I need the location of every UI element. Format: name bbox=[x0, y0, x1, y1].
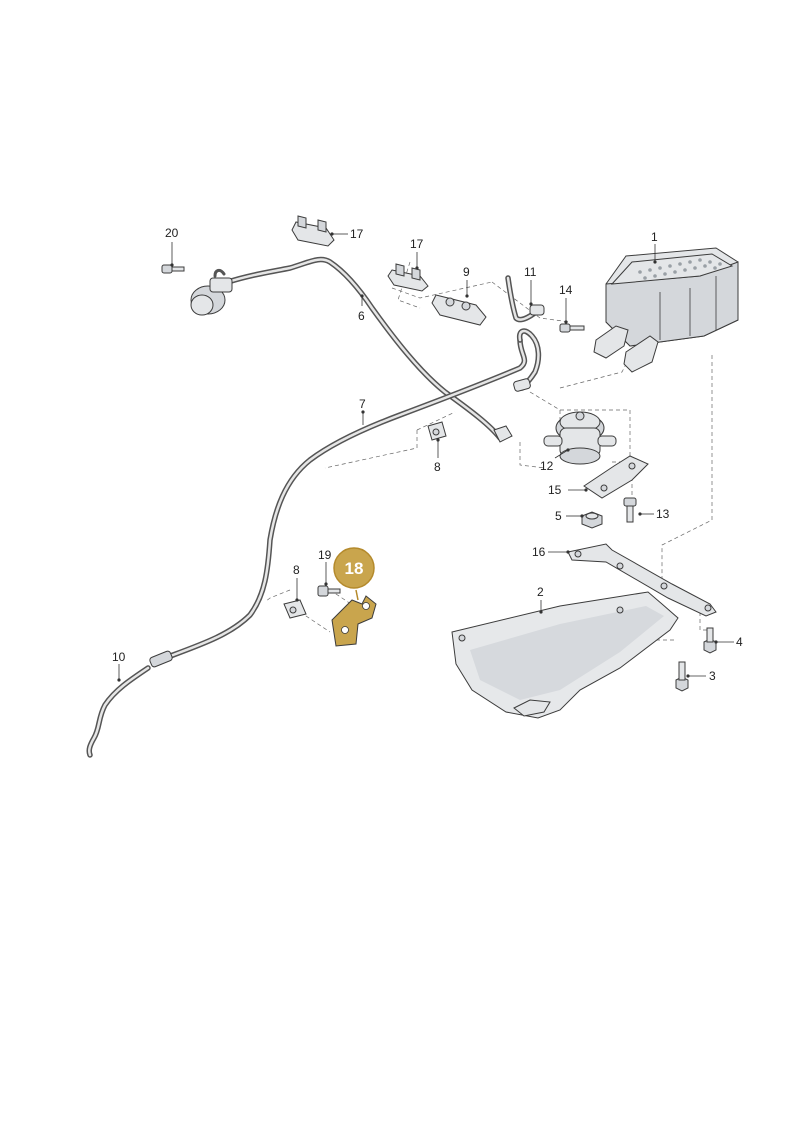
hose-11 bbox=[505, 275, 545, 323]
label-part-12: 12 bbox=[540, 459, 554, 473]
heat-shield-2 bbox=[451, 591, 679, 719]
label-part-8-upper: 8 bbox=[434, 460, 441, 474]
label-part-4: 4 bbox=[736, 635, 743, 649]
label-part-16: 16 bbox=[532, 545, 546, 559]
fuel-vapour-line-7 bbox=[149, 328, 542, 668]
highlight-badge-18: 18 bbox=[333, 547, 375, 601]
bolt-13 bbox=[623, 497, 637, 523]
bolt-20 bbox=[161, 264, 185, 274]
bolt-14 bbox=[559, 323, 585, 333]
nut-5 bbox=[581, 511, 603, 529]
activated-charcoal-canister bbox=[593, 247, 739, 373]
bracket-18 bbox=[331, 595, 377, 647]
fuel-vapour-line-10 bbox=[86, 665, 151, 758]
label-part-13: 13 bbox=[656, 507, 670, 521]
label-part-17-top: 17 bbox=[350, 227, 364, 241]
label-part-6: 6 bbox=[358, 309, 365, 323]
leak-detection-pump-12 bbox=[543, 411, 617, 465]
label-part-14: 14 bbox=[559, 283, 573, 297]
label-part-2: 2 bbox=[537, 585, 544, 599]
clip-17-top bbox=[291, 215, 335, 247]
bracket-16 bbox=[567, 543, 717, 617]
label-part-9: 9 bbox=[463, 265, 470, 279]
clip-8-upper bbox=[427, 421, 447, 441]
label-part-11: 11 bbox=[524, 265, 537, 279]
bolt-19 bbox=[317, 585, 341, 597]
label-part-17-middle: 17 bbox=[410, 237, 424, 251]
label-part-19: 19 bbox=[318, 548, 332, 562]
label-part-1: 1 bbox=[651, 230, 658, 244]
clip-9 bbox=[431, 294, 487, 326]
label-part-20: 20 bbox=[165, 226, 179, 240]
clip-8-lower bbox=[283, 599, 307, 619]
bracket-15 bbox=[583, 455, 649, 499]
leader-lines bbox=[117, 232, 734, 682]
label-part-15: 15 bbox=[548, 483, 562, 497]
label-part-5: 5 bbox=[555, 509, 562, 523]
label-part-8-lower: 8 bbox=[293, 563, 300, 577]
part-labels: 20 17 6 17 9 11 14 1 7 8 12 15 5 13 16 2… bbox=[112, 226, 743, 683]
solenoid-valve-part bbox=[190, 268, 233, 316]
label-part-3: 3 bbox=[709, 669, 716, 683]
badge-label-18: 18 bbox=[345, 559, 364, 578]
bolt-3 bbox=[675, 661, 689, 692]
bolt-4 bbox=[703, 627, 717, 654]
clip-17-middle bbox=[387, 263, 429, 292]
label-part-10: 10 bbox=[112, 650, 126, 664]
label-part-7: 7 bbox=[359, 397, 366, 411]
